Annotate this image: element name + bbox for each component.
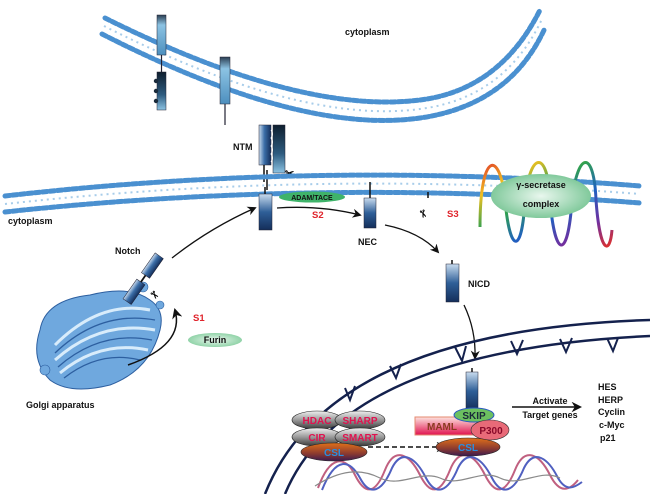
- nicd-nuclear: [465, 368, 479, 411]
- label-s3: S3: [447, 209, 459, 220]
- dna-helix: [314, 454, 583, 491]
- label-gamma-secretase: γ-secretase: [516, 180, 566, 190]
- furin-enzyme: Furin: [188, 333, 242, 347]
- skip-protein: [453, 407, 495, 423]
- adam-tace-enzyme: ADAM/TACE: [279, 191, 345, 203]
- label-smart: SMART: [342, 433, 378, 444]
- gene-p21: p21: [600, 433, 616, 443]
- gene-hes: HES: [598, 382, 617, 392]
- label-cir: CIR: [308, 433, 326, 444]
- label-s2: S2: [312, 210, 324, 221]
- label-furin: Furin: [204, 335, 227, 345]
- target-gene-list: HES HERP Cyclin c-Myc p21: [598, 382, 625, 443]
- gene-cyclin: Cyclin: [598, 407, 625, 417]
- nicd-fragment: [445, 260, 460, 303]
- ligand-receptor-1: [153, 14, 167, 111]
- label-s1: S1: [193, 313, 205, 324]
- label-target-genes: Target genes: [522, 410, 577, 420]
- arrow-nuclear-import: [463, 304, 480, 360]
- label-maml: MAML: [427, 422, 457, 433]
- nec-fragment: [363, 182, 377, 229]
- label-cytoplasm-top: cytoplasm: [345, 27, 390, 37]
- label-p300: P300: [479, 426, 503, 437]
- label-complex: complex: [523, 199, 560, 209]
- upper-cell-membrane: [99, 7, 548, 123]
- repressor-complex: HDAC SHARP CIR SMART CSL: [291, 410, 386, 462]
- gene-c-myc: c-Myc: [599, 420, 625, 430]
- label-csl-activator: CSL: [458, 443, 478, 454]
- p300-protein: [470, 419, 510, 441]
- label-cytoplasm-left: cytoplasm: [8, 216, 53, 226]
- label-adam-tace: ADAM/TACE: [291, 195, 333, 202]
- csl-activator-protein: [435, 437, 501, 457]
- notch-receptor-membrane: [258, 187, 273, 231]
- label-ntm: NTM: [233, 142, 253, 152]
- label-sharp: SHARP: [342, 416, 377, 427]
- scissors-icon-s3: ✂: [416, 208, 429, 220]
- label-golgi: Golgi apparatus: [26, 400, 95, 410]
- gamma-secretase-complex: γ-secretase complex: [491, 174, 591, 218]
- label-skip: SKIP: [462, 411, 486, 422]
- label-notch: Notch: [115, 246, 141, 256]
- notch-precursor: [122, 252, 164, 305]
- activator-complex: SKIP MAML P300 CSL: [414, 407, 510, 457]
- ligand-receptor-2: [219, 56, 231, 125]
- label-csl-repressor: CSL: [324, 448, 344, 459]
- label-hdac: HDAC: [303, 416, 332, 427]
- gene-herp: HERP: [598, 395, 623, 405]
- csl-repressor-protein: [300, 442, 368, 462]
- arrow-s2: [276, 206, 362, 218]
- label-nec: NEC: [358, 237, 378, 247]
- golgi-apparatus: [36, 281, 165, 390]
- arrow-s1: [127, 307, 183, 366]
- smart-protein: [334, 427, 386, 447]
- ntm-receptor: [258, 124, 286, 190]
- arrow-s3: [384, 224, 440, 254]
- label-activate: Activate: [532, 396, 567, 406]
- label-nicd: NICD: [468, 279, 490, 289]
- arrow-notch-transport: [171, 206, 257, 259]
